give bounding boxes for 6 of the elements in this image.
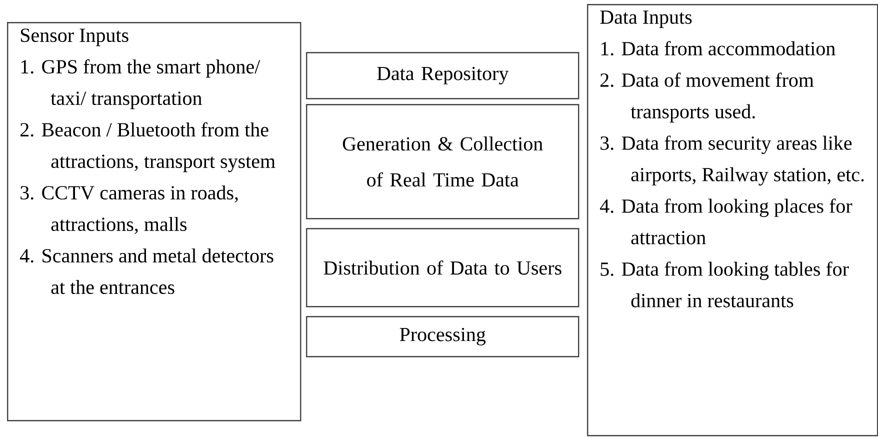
input-list-box: Data Inputs 1. Data from accommodation 2. Data of movement from transports used. 3. Data from security areas like airports, Railway station, etc. 4. Data from looking places for attraction 5. Data from looking tables for dinner in restaurants: [587, 4, 878, 436]
input-list-box: Sensor Inputs 1. GPS from the smart phone/ taxi/ transportation 2. Beacon / Bluetooth from the attractions, transport system 3. CCTV cameras in roads, attractions, malls 4. Scanners and metal detectors at the entrances: [7, 22, 302, 422]
process-box: Processing: [306, 316, 580, 358]
process-box: Data Repository: [306, 52, 580, 100]
process-box: Generation & Collection of Real Time Data: [306, 104, 580, 220]
process-box: Distribution of Data to Users: [306, 228, 580, 308]
